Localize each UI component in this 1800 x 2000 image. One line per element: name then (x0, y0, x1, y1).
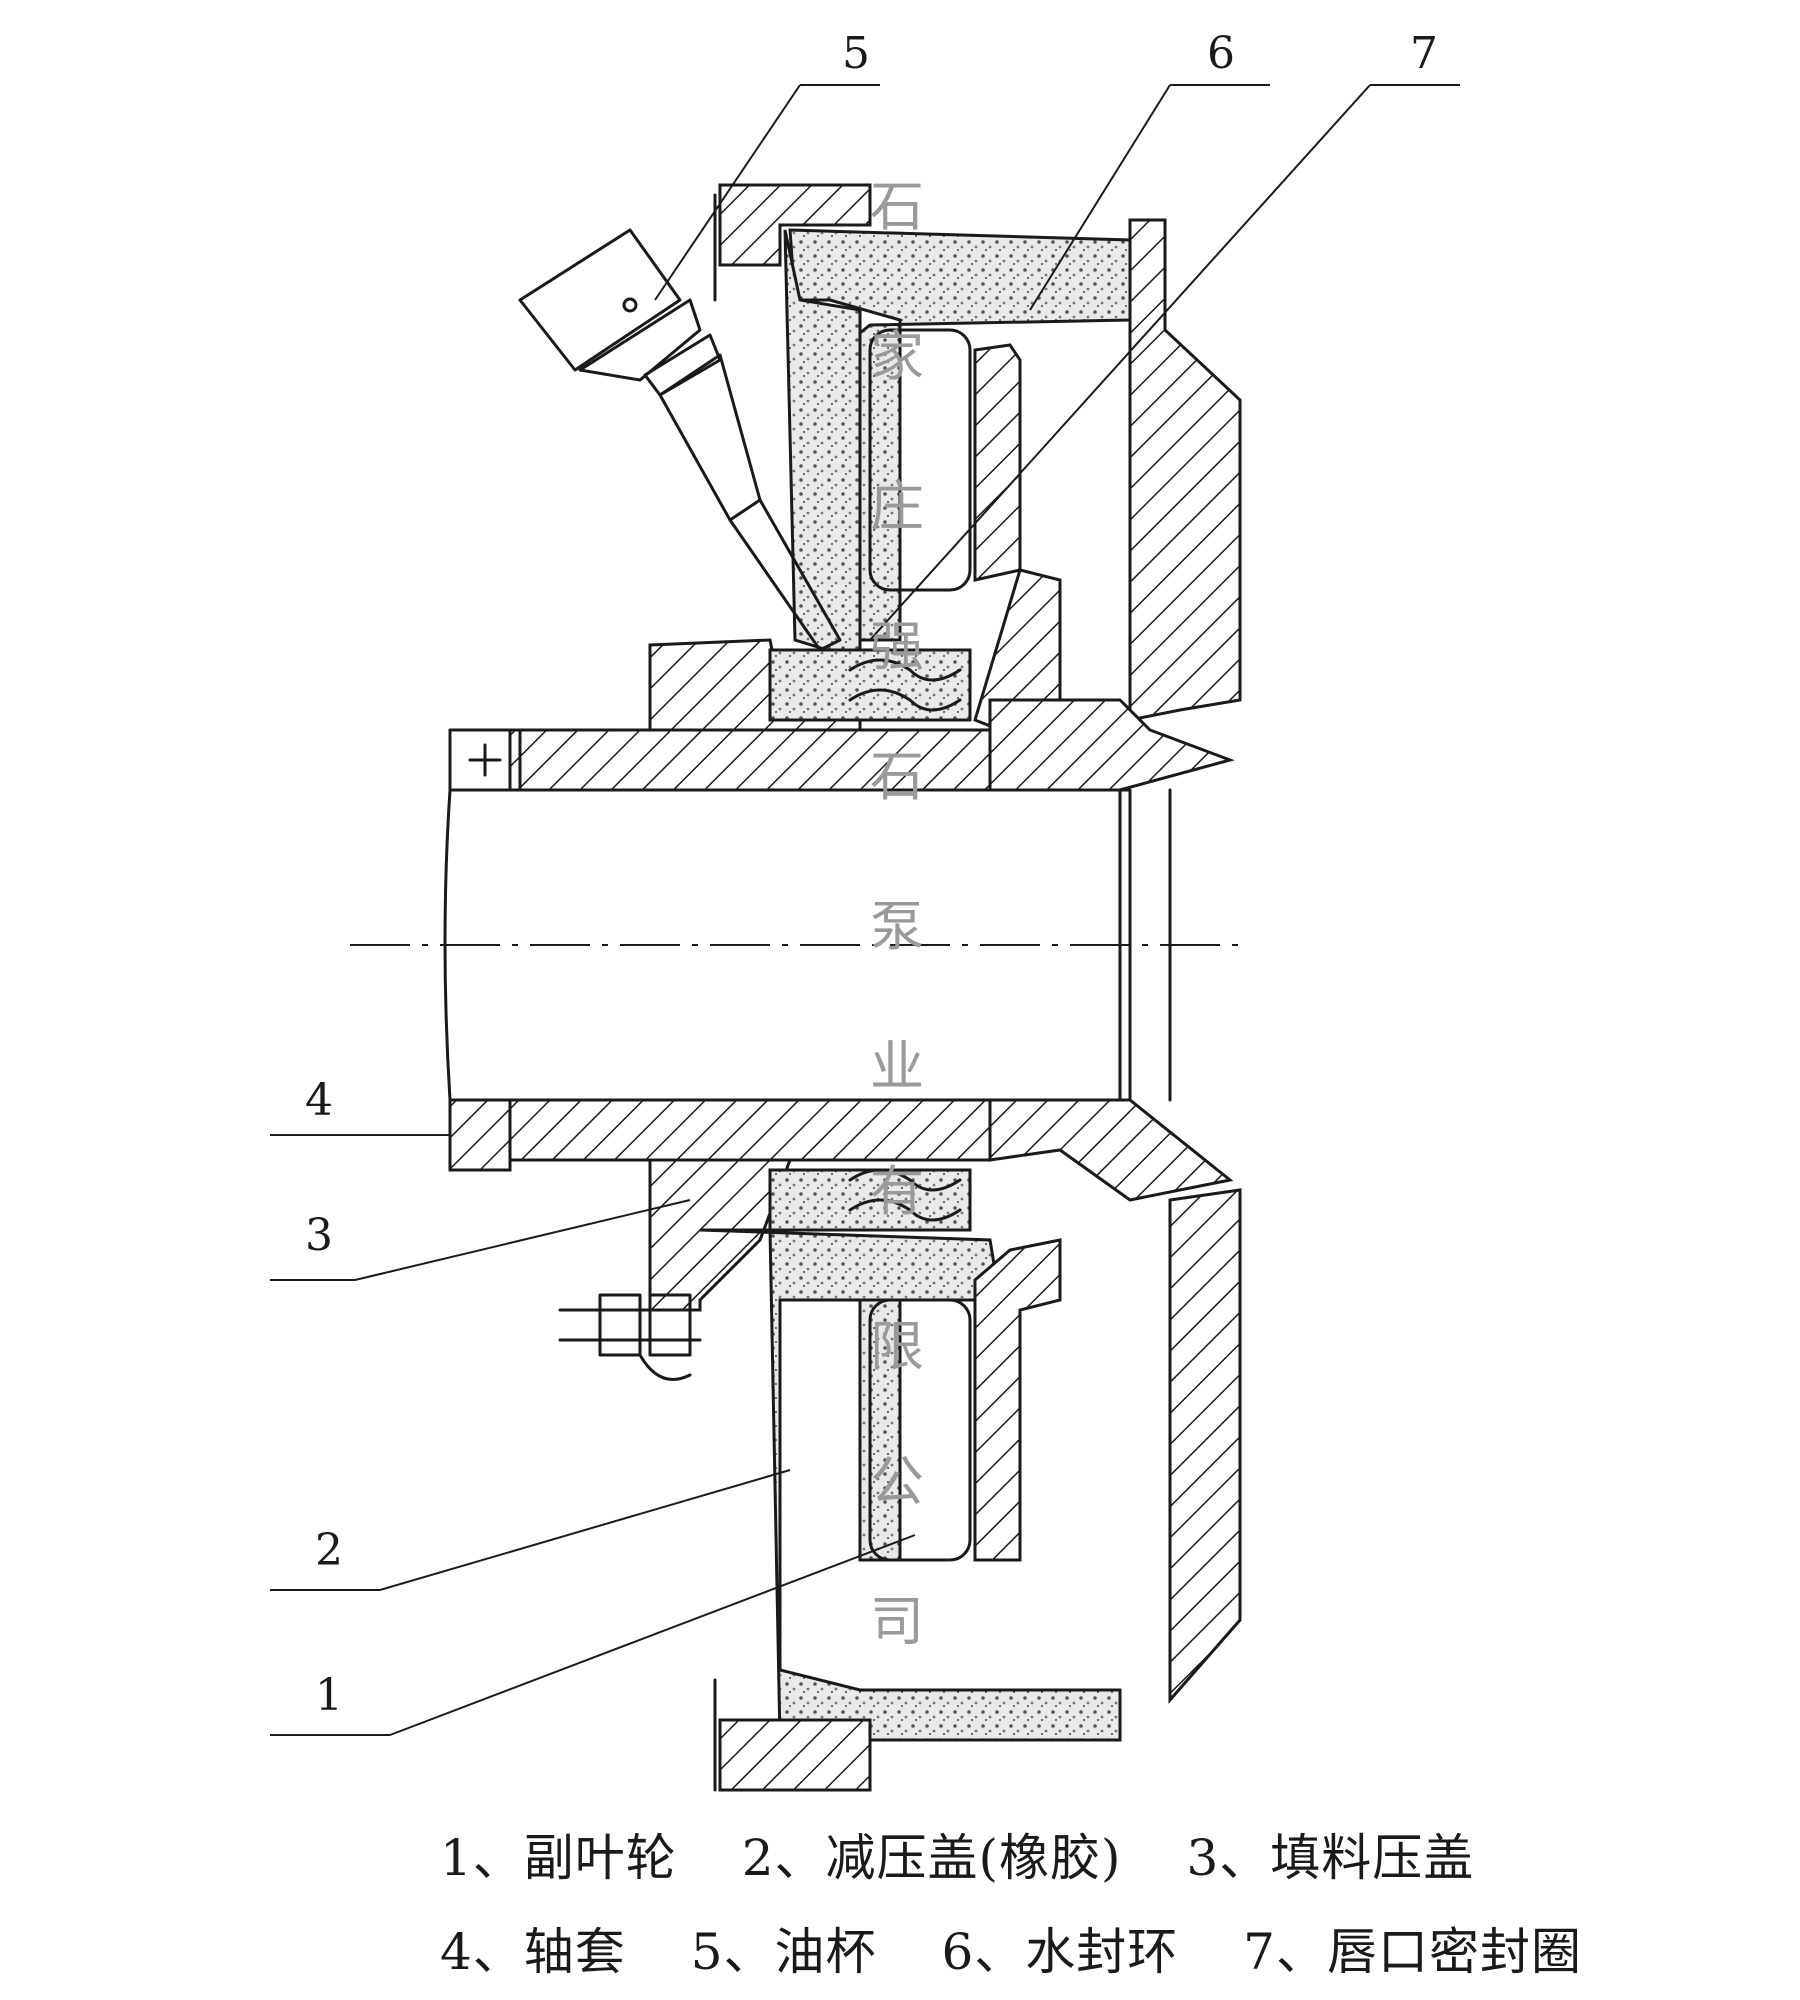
legend-row-1: 1、副叶轮 2、减压盖(橡胶) 3、填料压盖 (440, 1818, 1522, 1890)
legend-item-3: 3、填料压盖 (1186, 1829, 1475, 1887)
callout-6: 6 (1207, 28, 1235, 79)
callout-3: 3 (305, 1210, 333, 1261)
watermark-char: 泵 (870, 895, 924, 958)
impeller-hub-lower (988, 1098, 1234, 1202)
watermark-char: 家 (870, 325, 924, 388)
watermark-char: 业 (870, 1035, 924, 1098)
legend-row-2: 4、轴套 5、油杯 6、水封环 7、唇口密封圈 (440, 1912, 1630, 1984)
callout-2: 2 (315, 1525, 343, 1576)
callout-7: 7 (1410, 28, 1438, 79)
callout-5: 5 (842, 28, 870, 79)
leader-lines (270, 84, 1460, 1736)
watermark-char: 有 (870, 1160, 924, 1223)
lip-seal-upper (848, 658, 962, 712)
watermark-char: 石 (870, 745, 924, 808)
watermark-char: 强 (870, 615, 924, 678)
legend-item-6: 6、水封环 (941, 1923, 1179, 1981)
callout-4: 4 (305, 1075, 333, 1126)
legend-item-2: 2、减压盖(橡胶) (741, 1829, 1122, 1887)
oil-cup (518, 228, 842, 652)
watermark-char: 公 (870, 1450, 924, 1513)
pump-casing-lower (713, 1188, 1242, 1792)
legend-item-1: 1、副叶轮 (440, 1829, 677, 1887)
auxiliary-impeller-upper (783, 228, 1132, 663)
watermark-char: 庄 (870, 475, 924, 538)
shaft (350, 788, 1240, 1102)
legend-item-7: 7、唇口密封圈 (1243, 1923, 1582, 1981)
gland-bolt (558, 1293, 702, 1381)
water-seal-ring-lower (868, 1238, 1062, 1562)
impeller-hub-upper (988, 698, 1235, 792)
watermark-company-name: 石 家 庄 强 石 泵 业 有 限 公 司 (870, 175, 924, 1653)
legend-item-5: 5、油杯 (690, 1923, 877, 1981)
legend-item-4: 4、轴套 (440, 1923, 626, 1981)
watermark-char: 石 (870, 175, 924, 238)
watermark-char: 司 (870, 1590, 924, 1653)
callout-numbers: 5 6 7 4 3 2 1 (305, 28, 1438, 1721)
callout-1: 1 (315, 1670, 343, 1721)
lip-seal-lower (848, 1168, 962, 1222)
watermark-char: 限 (870, 1315, 924, 1378)
